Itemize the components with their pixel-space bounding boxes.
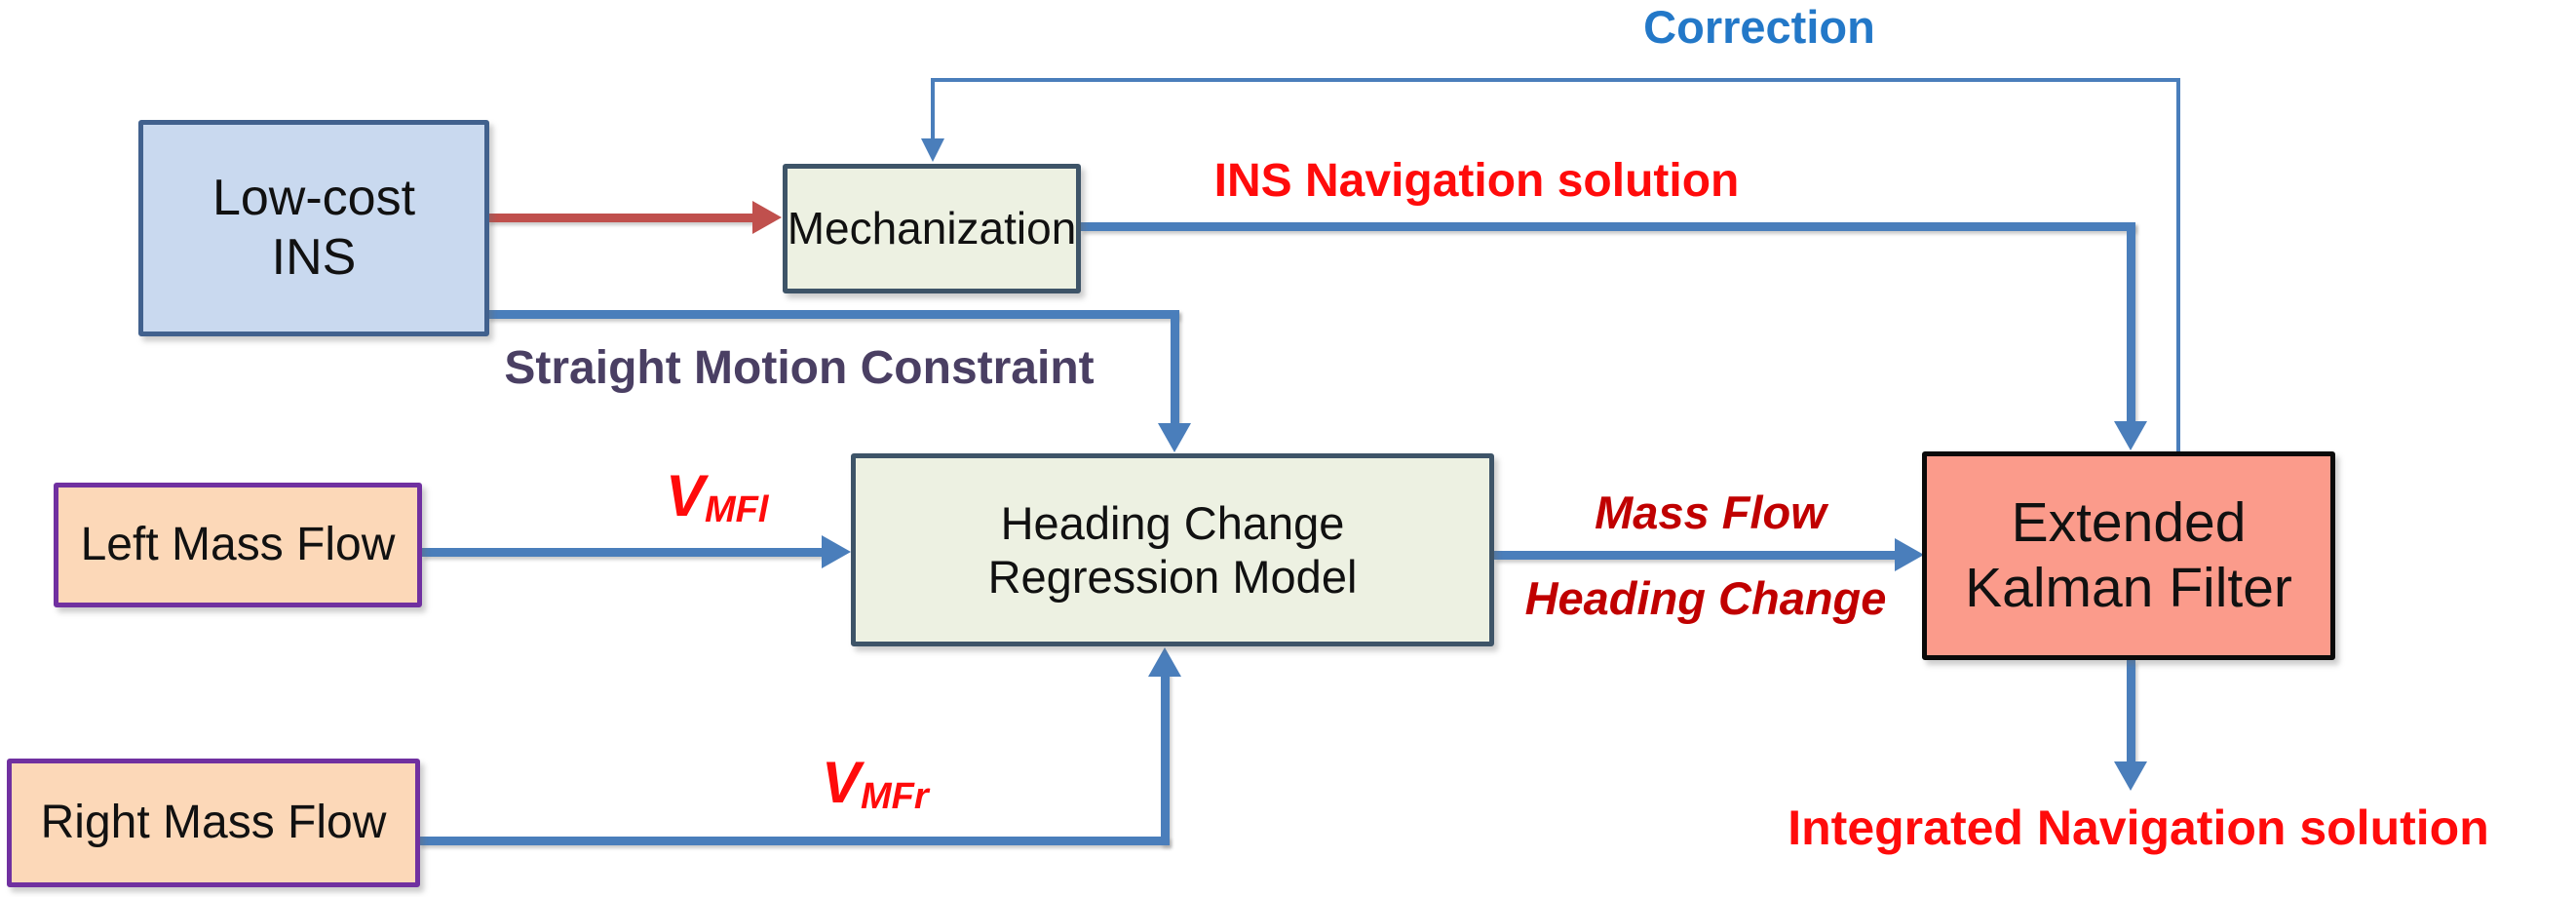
line-correction-horizontal (931, 78, 2180, 82)
right-mass-flow-label: Right Mass Flow (40, 796, 387, 848)
low-cost-ins-label-line1: Low-cost (211, 169, 416, 226)
left-mass-flow-box: Left Mass Flow (54, 483, 422, 607)
line-ins-nav-horizontal (1081, 222, 2135, 231)
arrow-left-mass-flow-to-hcrm (422, 548, 824, 557)
low-cost-ins-label-line2: INS (271, 229, 357, 286)
vmfr-base: V (822, 750, 862, 815)
arrow-hcrm-to-ekf (1494, 551, 1899, 560)
line-constraint-vertical (1171, 310, 1179, 425)
vmfr-label: VMFr (822, 749, 929, 818)
vmfl-subscript: MFl (705, 489, 769, 530)
line-constraint-horizontal (487, 310, 1179, 319)
mechanization-label: Mechanization (787, 203, 1077, 254)
arrowhead-ins-nav-into-ekf (2114, 421, 2147, 450)
line-ekf-output-vertical (2127, 660, 2135, 763)
right-mass-flow-box: Right Mass Flow (7, 759, 420, 887)
hcrm-label-line1: Heading Change (1000, 496, 1345, 549)
line-ins-nav-vertical (2127, 222, 2135, 423)
arrowhead-constraint-into-hcrm (1158, 423, 1191, 452)
arrowhead-right-mass-flow-into-hcrm (1148, 647, 1181, 677)
arrowhead-correction-into-mechanization (921, 138, 944, 162)
line-right-mass-flow-vertical (1161, 671, 1170, 845)
low-cost-ins-box: Low-cost INS (138, 120, 489, 336)
straight-motion-constraint-label: Straight Motion Constraint (504, 342, 1095, 394)
line-right-mass-flow-horizontal (419, 837, 1170, 845)
heading-change-label: Heading Change (1524, 572, 1887, 624)
hcrm-label-line2: Regression Model (987, 551, 1358, 603)
heading-change-regression-model-box: Heading Change Regression Model (851, 453, 1494, 646)
ekf-label-line1: Extended (2011, 490, 2247, 554)
mass-flow-label: Mass Flow (1595, 487, 1826, 538)
arrow-ins-to-mechanization (487, 214, 758, 222)
integrated-navigation-solution-label: Integrated Navigation solution (1788, 800, 2489, 855)
left-mass-flow-label: Left Mass Flow (80, 518, 396, 570)
vmfr-subscript: MFr (861, 776, 929, 817)
line-correction-vertical-left (931, 78, 935, 140)
arrowhead-hcrm-to-ekf (1895, 538, 1924, 571)
vmfl-base: V (666, 463, 706, 528)
arrowhead-ins-to-mechanization (752, 201, 782, 234)
line-correction-vertical-right (2176, 78, 2180, 453)
arrowhead-left-mass-flow-to-hcrm (822, 535, 851, 568)
vmfl-label: VMFl (666, 462, 768, 531)
mechanization-box: Mechanization (783, 164, 1081, 293)
arrowhead-ekf-output (2114, 761, 2147, 791)
ins-navigation-solution-label: INS Navigation solution (1213, 155, 1740, 207)
ekf-label-line2: Kalman Filter (1965, 557, 2292, 619)
extended-kalman-filter-box: Extended Kalman Filter (1922, 451, 2335, 660)
correction-label: Correction (1643, 1, 1875, 53)
